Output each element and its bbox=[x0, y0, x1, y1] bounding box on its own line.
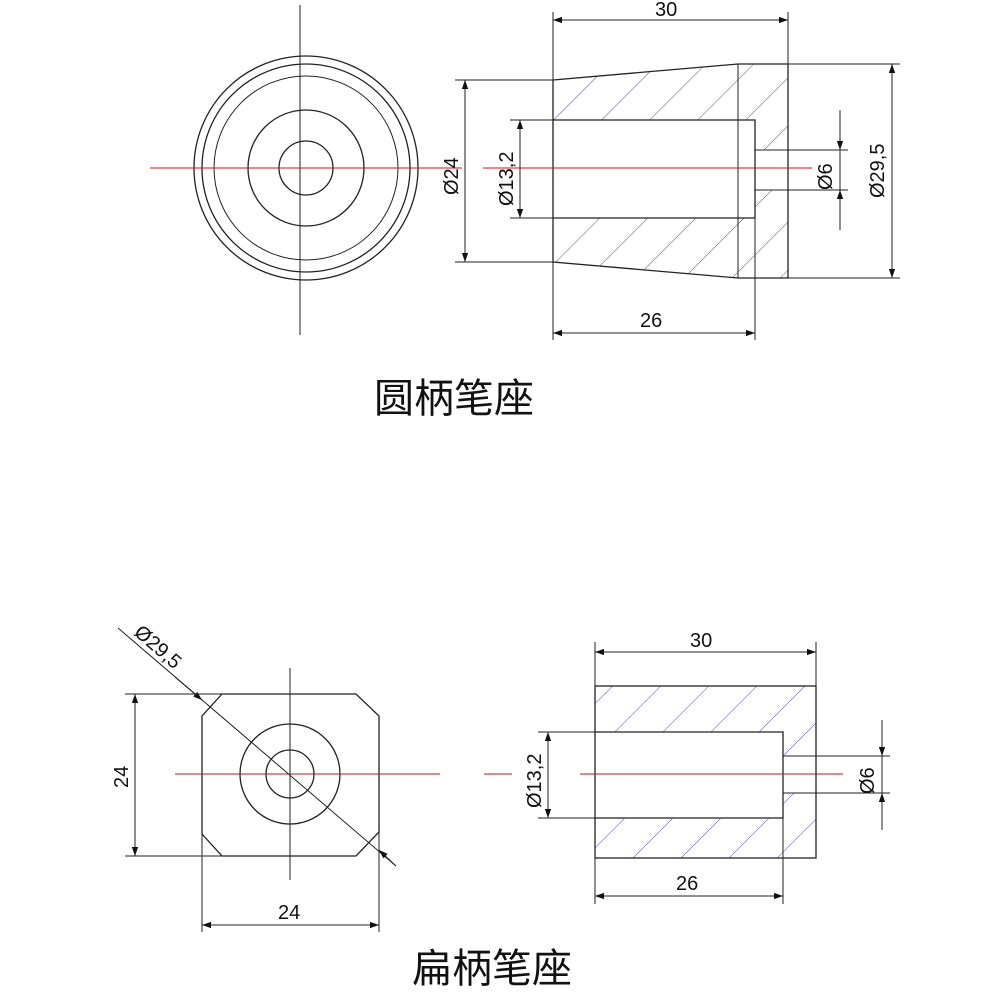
round-base-dimensions: 30 26 Ø24 Ø13,2 Ø6 Ø29,5 bbox=[441, 0, 900, 340]
round-base-caption: 圆柄笔座 bbox=[374, 376, 534, 422]
round-bottom-length-label: 26 bbox=[640, 310, 662, 332]
flat-base-end-dimensions: 24 24 bbox=[111, 693, 380, 932]
flat-bottom-length-label: 26 bbox=[676, 873, 698, 895]
round-large-diameter-label: Ø29,5 bbox=[867, 144, 889, 198]
round-base-end-view bbox=[150, 5, 462, 335]
round-base-section-view bbox=[483, 63, 812, 279]
flat-base-caption: 扁柄笔座 bbox=[412, 946, 572, 992]
flat-base-section-view bbox=[484, 685, 843, 859]
flat-top-length-label: 30 bbox=[690, 630, 712, 652]
round-top-length-label: 30 bbox=[655, 0, 677, 21]
flat-diagonal-label: Ø29,5 bbox=[130, 621, 186, 673]
flat-pin-hole-diameter-label: Ø6 bbox=[857, 767, 879, 794]
round-pin-hole-diameter-label: Ø6 bbox=[815, 163, 837, 190]
round-bore-diameter-label: Ø13,2 bbox=[496, 152, 518, 206]
round-small-diameter-label: Ø24 bbox=[441, 157, 463, 195]
flat-bore-diameter-label: Ø13,2 bbox=[524, 754, 546, 808]
flat-height-label: 24 bbox=[111, 766, 133, 788]
flat-base-end-view: Ø29,5 bbox=[117, 621, 440, 880]
flat-base-section-dimensions: 30 Ø13,2 Ø6 26 bbox=[524, 630, 890, 904]
flat-width-label: 24 bbox=[278, 902, 300, 924]
